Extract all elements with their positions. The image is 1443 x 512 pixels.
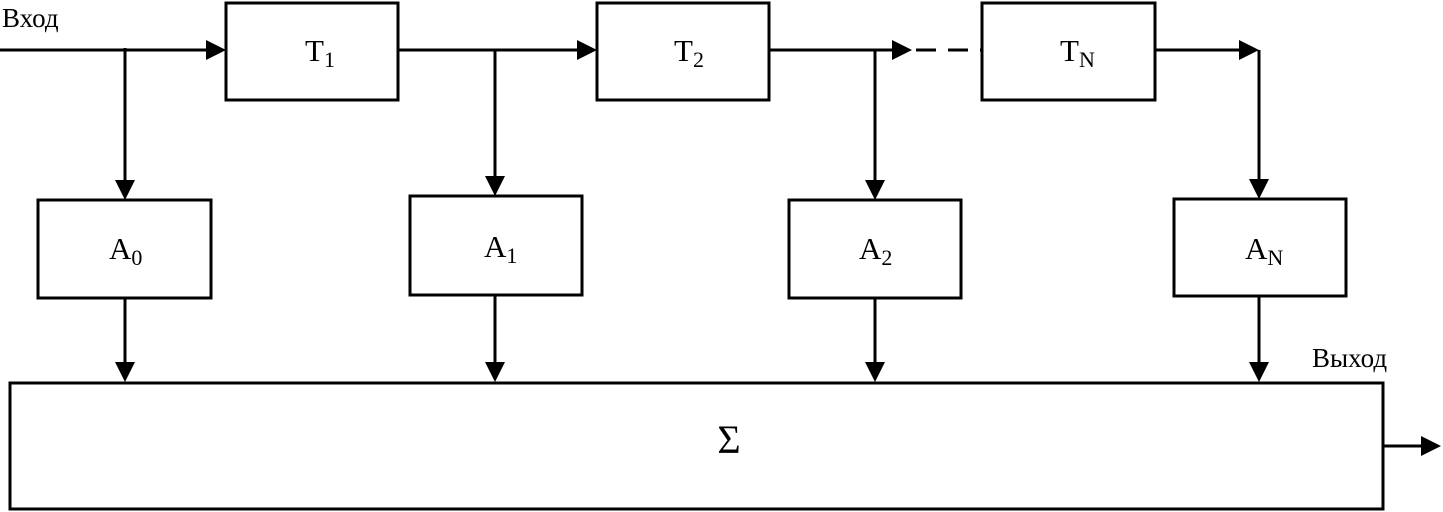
coefficient-label-0-sub: 0 bbox=[131, 245, 142, 270]
coefficient-label-2: A2 bbox=[859, 231, 892, 270]
delay-box-n bbox=[980, 1, 1157, 102]
delay-label-n-sub: N bbox=[1079, 47, 1095, 72]
coefficient-label-0: A0 bbox=[109, 231, 142, 270]
coefficient-label-1-base: A bbox=[484, 229, 507, 264]
input-arrowhead bbox=[206, 40, 226, 60]
sum-in-0-arrowhead bbox=[115, 362, 135, 382]
delay-box-1 bbox=[224, 1, 400, 102]
coefficient-label-n: AN bbox=[1245, 231, 1283, 270]
delay-label-n-base: T bbox=[1060, 33, 1079, 68]
delay-label-2-sub: 2 bbox=[693, 47, 704, 72]
delay-label-1-base: T bbox=[305, 33, 324, 68]
summator-symbol: Σ bbox=[717, 417, 740, 462]
coefficient-label-2-sub: 2 bbox=[881, 245, 892, 270]
tn-out-arrowhead bbox=[1239, 40, 1259, 60]
output-label: Выход bbox=[1312, 343, 1387, 373]
output-arrowhead bbox=[1421, 436, 1441, 456]
coefficient-box-2 bbox=[787, 198, 963, 300]
delay-label-n: TN bbox=[1060, 33, 1095, 72]
t1-out-arrowhead bbox=[577, 40, 597, 60]
delay-label-1-sub: 1 bbox=[324, 47, 335, 72]
input-label: Вход bbox=[2, 3, 59, 33]
coefficient-label-0-base: A bbox=[109, 231, 132, 266]
summator-box bbox=[8, 381, 1385, 511]
coefficient-label-1: A1 bbox=[484, 229, 517, 268]
tap-2-arrowhead bbox=[865, 180, 885, 200]
delay-label-2-base: T bbox=[674, 33, 693, 68]
coefficient-label-1-sub: 1 bbox=[506, 243, 517, 268]
tap-0-arrowhead bbox=[115, 180, 135, 200]
sum-in-2-arrowhead bbox=[865, 362, 885, 382]
sum-in-n-arrowhead bbox=[1249, 362, 1269, 382]
t2-out-arrowhead bbox=[892, 40, 912, 60]
tap-n-arrowhead bbox=[1249, 179, 1269, 199]
delay-label-1: T1 bbox=[305, 33, 335, 72]
coefficient-label-2-base: A bbox=[859, 231, 882, 266]
tap-1-arrowhead bbox=[485, 176, 505, 196]
delay-label-2: T2 bbox=[674, 33, 704, 72]
coefficient-label-n-base: A bbox=[1245, 231, 1268, 266]
coefficient-label-n-sub: N bbox=[1267, 245, 1283, 270]
sum-in-1-arrowhead bbox=[485, 362, 505, 382]
delay-box-2 bbox=[595, 1, 771, 102]
coefficient-box-0 bbox=[36, 198, 213, 300]
